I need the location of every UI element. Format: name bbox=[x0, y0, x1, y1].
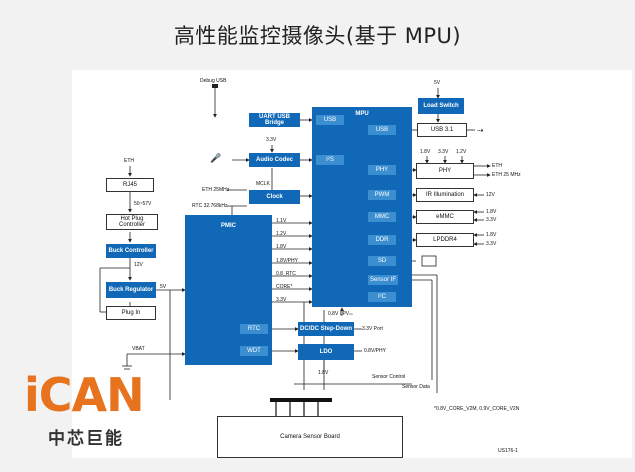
label-sensor-control: Sensor Control bbox=[372, 374, 406, 380]
mpu-port-ddr: DDR bbox=[368, 235, 396, 245]
buck-controller: Buck Controller bbox=[106, 244, 156, 258]
mpu-port-phy: PHY bbox=[368, 165, 396, 175]
rj45-block: RJ45 bbox=[106, 178, 154, 192]
emmc-block: eMMC bbox=[416, 210, 474, 224]
dcdc-step-down: DC/DC Step-Down bbox=[298, 322, 354, 336]
label-0v8-phy: 0.8V/PHY bbox=[364, 348, 386, 354]
mpu-port-mmc: MMC bbox=[368, 212, 396, 222]
phy-block: PHY bbox=[416, 163, 474, 179]
label-rtc32: RTC 32.768kHz bbox=[192, 203, 228, 209]
uart-usb-bridge: UART USB Bridge bbox=[249, 113, 300, 127]
label-eth-left: ETH bbox=[124, 158, 134, 164]
pmic-port-wdt: WDT bbox=[240, 346, 268, 356]
mpu-port-sensor-if: Sensor IF bbox=[368, 275, 398, 285]
usb31-block: USB 3.1 bbox=[417, 123, 467, 137]
mpu-port-sd: SD bbox=[368, 256, 396, 266]
label-codec-3v3: 3.3V bbox=[266, 137, 277, 143]
pmic-port-rtc: RTC bbox=[240, 324, 268, 334]
label-docid: US176-1 bbox=[498, 448, 518, 454]
rail-3v3: 3.3V bbox=[276, 297, 287, 303]
logo-text: iCAN bbox=[24, 368, 145, 422]
lpddr4-block: LPDDR4 bbox=[416, 233, 474, 247]
pmic-label: PMIC bbox=[221, 223, 236, 229]
rail-1v8: 1.8V bbox=[276, 244, 287, 250]
audio-codec: Audio Codec bbox=[249, 153, 300, 167]
svg-text:⇢: ⇢ bbox=[477, 126, 484, 135]
label-12v: 12V bbox=[134, 262, 143, 268]
label-eth25-right: ETH 25 MHz bbox=[492, 172, 521, 178]
label-vbat: VBAT bbox=[132, 346, 145, 352]
label-3v3-port: 3.3V Port bbox=[362, 326, 383, 332]
label-emmc-18: 1.8V bbox=[486, 209, 497, 215]
label-lp-33: 3.3V bbox=[486, 241, 497, 247]
ir-illumination: IR Illumination bbox=[416, 188, 474, 202]
label-ldo-18: 1.8V bbox=[318, 370, 329, 376]
mpu-port-pwm: PWM bbox=[368, 190, 396, 200]
rail-core: CORE* bbox=[276, 284, 293, 290]
rail-1v1: 1.1V bbox=[276, 218, 287, 224]
label-phy-18: 1.8V bbox=[420, 149, 431, 155]
clock-block: Clock bbox=[249, 190, 300, 204]
mpu-port-i2c: I²C bbox=[368, 292, 396, 302]
mpu-port-usb-left: USB bbox=[316, 115, 344, 125]
mpu-port-i2s: I²S bbox=[316, 155, 344, 165]
company-logo: iCAN 中芯巨能 bbox=[24, 368, 154, 458]
rail-1v8-phy: 1.8V/PHY bbox=[276, 258, 298, 264]
buck-regulator: Buck Regulator bbox=[106, 282, 156, 298]
label-debug-usb: Debug USB bbox=[200, 78, 227, 84]
label-eth-right: ETH bbox=[492, 163, 502, 169]
label-phy-12: 1.2V bbox=[456, 149, 467, 155]
label-lp-18: 1.8V bbox=[486, 232, 497, 238]
label-5v: 5V bbox=[160, 284, 167, 290]
mic-icon: 🎤 bbox=[210, 152, 221, 164]
diagram-wires: ⇢ 🎤 bbox=[99, 84, 491, 416]
plug-in: Plug In bbox=[106, 306, 156, 320]
hot-plug-controller: Hot Plug Controller bbox=[106, 214, 158, 230]
label-eth25: ETH 25MHz bbox=[202, 187, 230, 193]
load-switch: Load Switch bbox=[418, 98, 464, 114]
logo-subtitle: 中芯巨能 bbox=[48, 429, 124, 449]
camera-sensor-board: Camera Sensor Board bbox=[217, 416, 403, 458]
block-diagram: ⇢ 🎤 MPU USB I²S USB PHY PWM MMC DDR SD S… bbox=[72, 70, 632, 458]
label-sensor-data: Sensor Data bbox=[402, 384, 430, 390]
ldo-block: LDO bbox=[298, 344, 354, 360]
label-5v-top: 5V bbox=[434, 80, 441, 86]
label-phy-33: 3.3V bbox=[438, 149, 449, 155]
label-50-57v: 50~57V bbox=[134, 201, 152, 207]
pmic-block: PMIC bbox=[185, 215, 272, 365]
label-ir-12v: 12V bbox=[486, 192, 495, 198]
label-lpv: 0.8V LPVₛₛ bbox=[328, 311, 353, 317]
mpu-block: MPU bbox=[312, 107, 412, 307]
bus-bar-top bbox=[270, 398, 332, 402]
mpu-label: MPU bbox=[355, 111, 369, 117]
rail-1v2: 1.2V bbox=[276, 231, 287, 237]
slide-title: 高性能监控摄像头(基于 MPU) bbox=[173, 24, 462, 48]
label-footnote: *0.8V_CORE_V2M, 0.9V_CORE_V2N bbox=[434, 406, 520, 412]
label-mclk: MCLK bbox=[256, 181, 270, 187]
rail-0v8-rtc: 0.8_RTC bbox=[276, 271, 296, 277]
mpu-port-usb-right: USB bbox=[368, 125, 396, 135]
label-emmc-33: 3.3V bbox=[486, 217, 497, 223]
